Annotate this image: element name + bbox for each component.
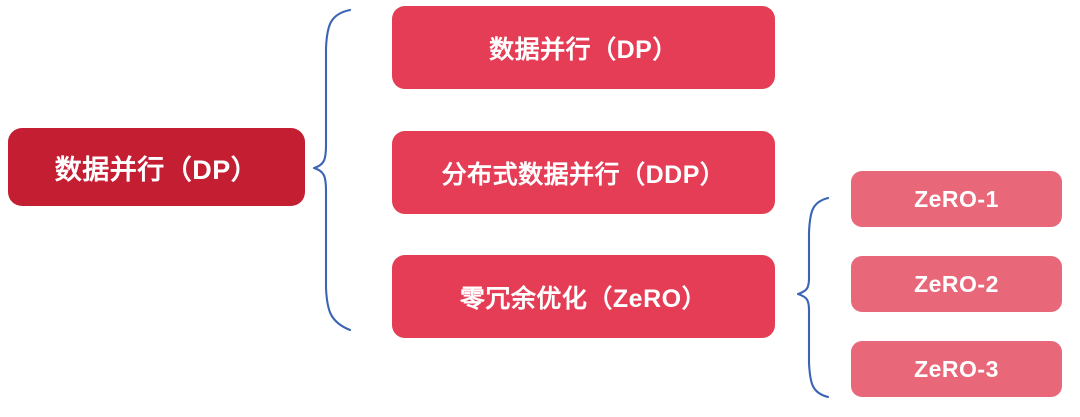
node-label: 数据并行（DP）	[489, 35, 678, 64]
node-label: ZeRO-2	[914, 270, 999, 297]
brace-zero-to-stages-icon	[786, 190, 834, 405]
node-zero-stage-1[interactable]: ZeRO-1	[851, 171, 1062, 227]
node-zero-stage-2[interactable]: ZeRO-2	[851, 256, 1062, 312]
node-label: 零冗余优化（ZeRO）	[459, 284, 708, 313]
brace-root-to-children-icon	[300, 0, 360, 345]
node-zero-stage-3[interactable]: ZeRO-3	[851, 341, 1062, 397]
node-data-parallel-dp[interactable]: 数据并行（DP）	[392, 6, 775, 89]
node-distributed-data-parallel-ddp[interactable]: 分布式数据并行（DDP）	[392, 131, 775, 214]
node-data-parallel-root[interactable]: 数据并行（DP）	[8, 128, 305, 206]
node-label: ZeRO-3	[914, 355, 999, 382]
node-label: 数据并行（DP）	[54, 154, 259, 185]
node-label: ZeRO-1	[914, 185, 999, 212]
node-label: 分布式数据并行（DDP）	[441, 160, 726, 189]
node-zero-redundancy-optimizer-zero[interactable]: 零冗余优化（ZeRO）	[392, 255, 775, 338]
